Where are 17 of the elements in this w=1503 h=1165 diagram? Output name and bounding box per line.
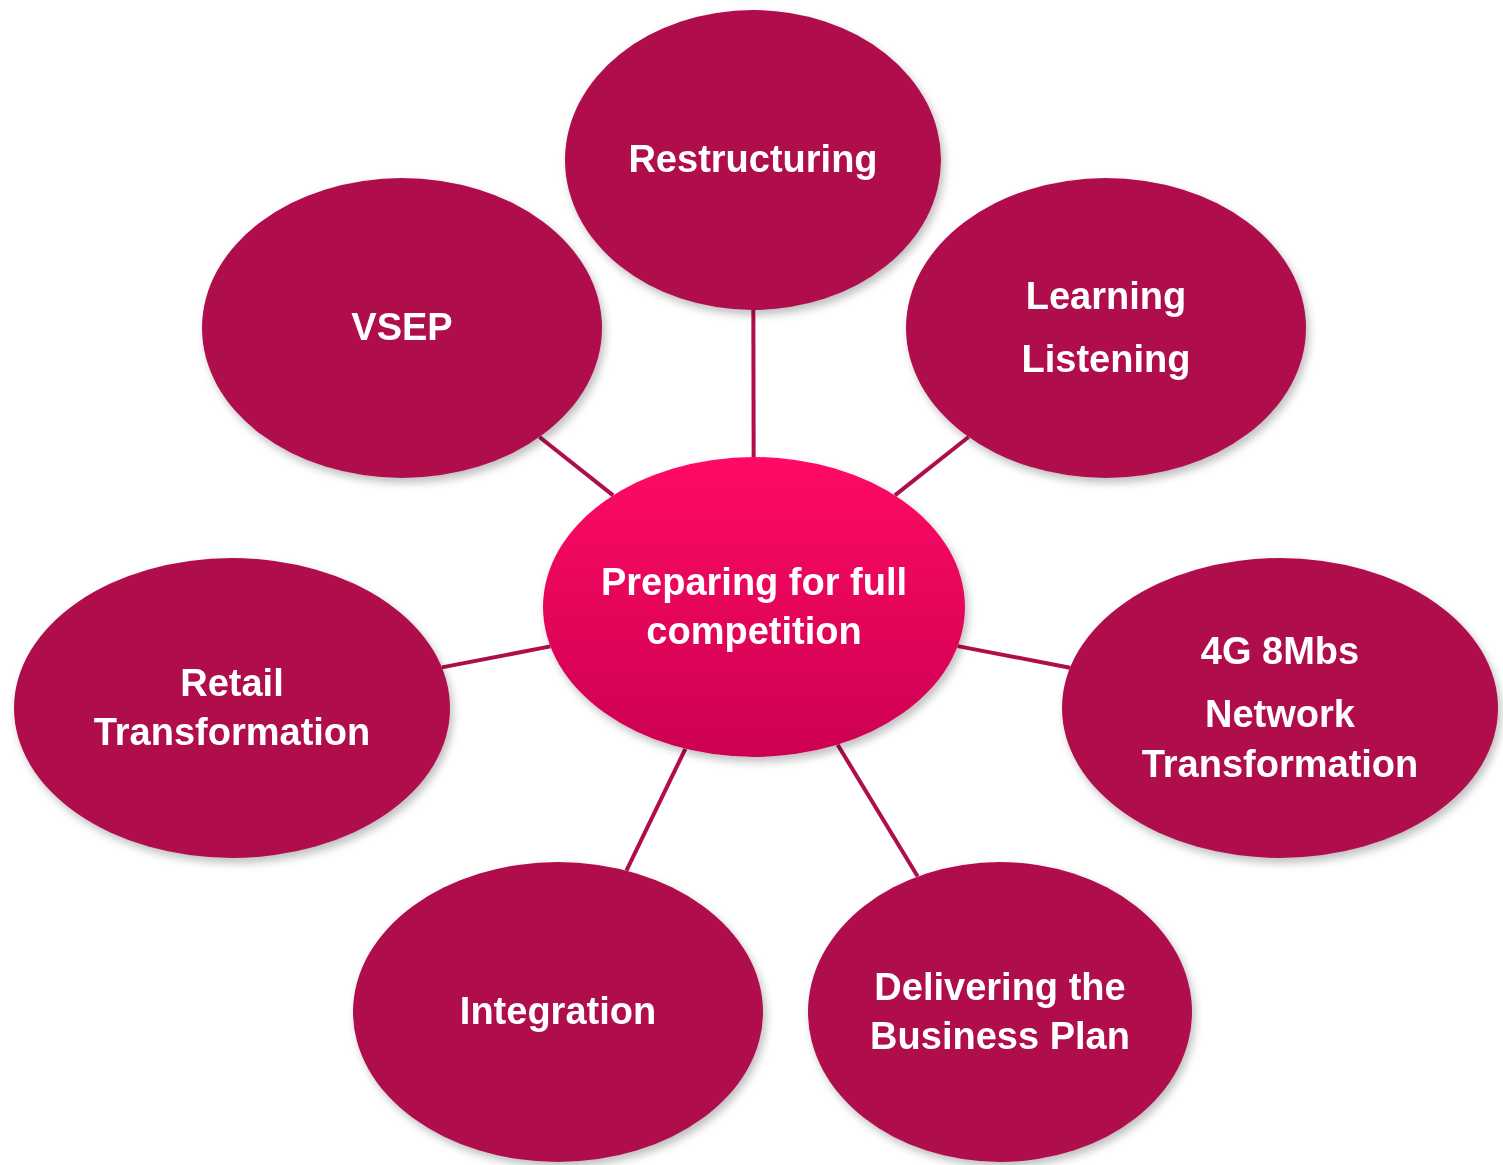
node-label: Integration [459, 989, 657, 1035]
connector-line [624, 747, 688, 872]
connector-line [538, 435, 615, 497]
node-label: Delivering the Business Plan [869, 964, 1131, 1059]
node-label: Network Transformation [1140, 692, 1420, 787]
node-label: Listening [1021, 337, 1191, 382]
node-label: Restructuring [628, 137, 878, 183]
node-label: Learning [1025, 273, 1187, 319]
connector-line [893, 435, 970, 497]
node-label: Retail Transformation [92, 660, 372, 755]
node-label: VSEP [351, 305, 453, 351]
connector-line [957, 644, 1071, 670]
connector-line [441, 644, 551, 670]
connector-line [835, 743, 920, 878]
node-label: Preparing for full competition [599, 559, 909, 654]
node-label: 4G 8Mbs [1200, 628, 1360, 674]
connector-line [751, 310, 756, 457]
